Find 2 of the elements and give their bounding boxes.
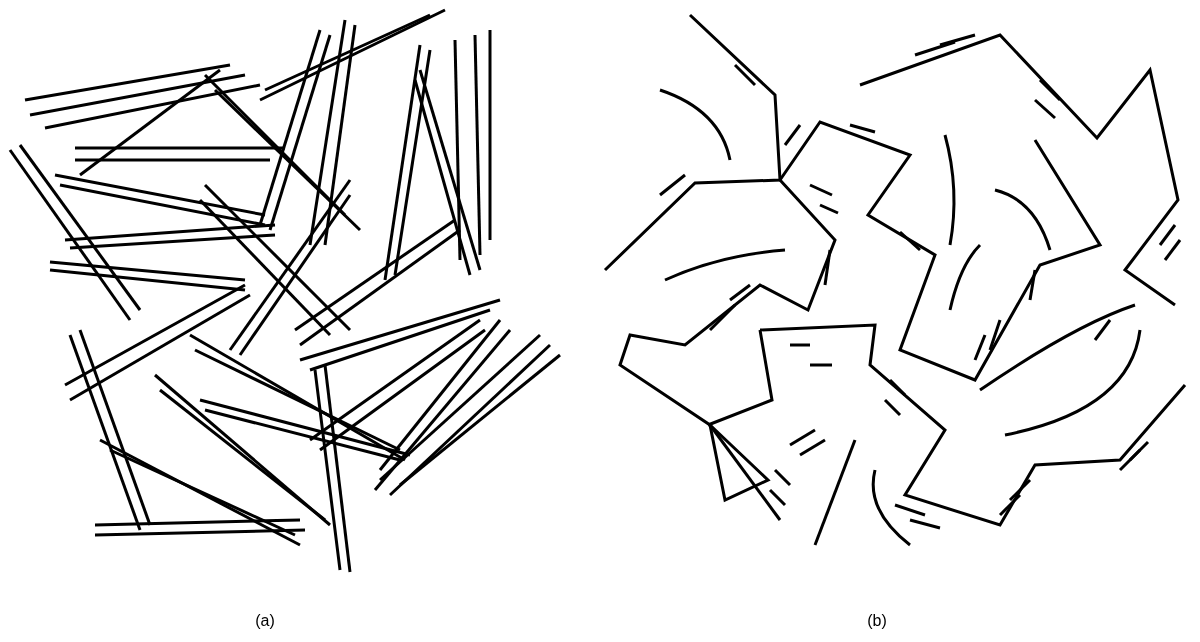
panel-label: (b)	[866, 612, 888, 630]
panel-label: (a)	[254, 612, 276, 630]
